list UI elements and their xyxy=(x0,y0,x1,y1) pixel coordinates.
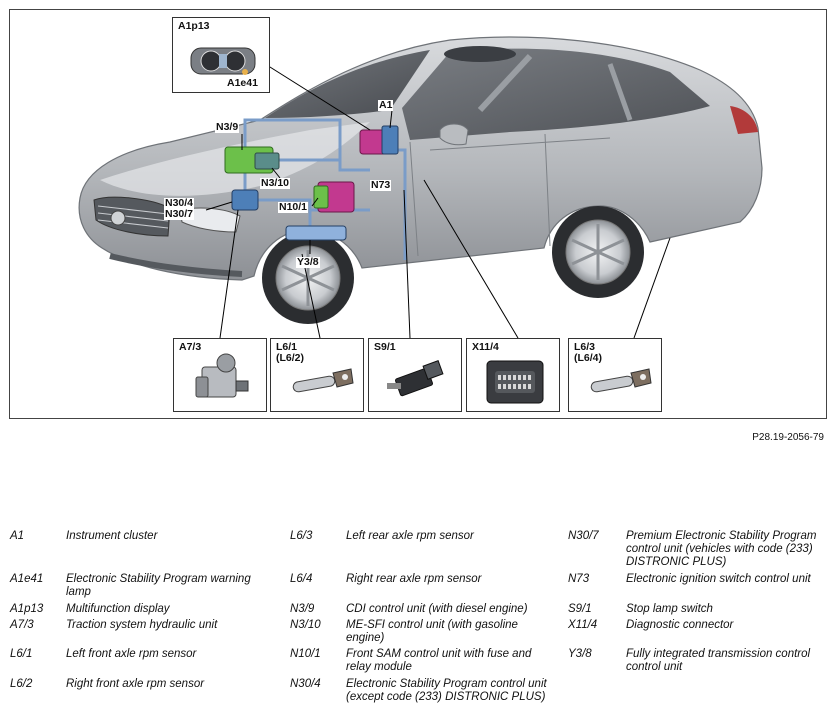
inset-label-a1p13: A1p13 xyxy=(178,20,210,32)
n10-1-sam-unit xyxy=(313,181,355,213)
inset-label-l6-1: L6/1 (L6/2) xyxy=(276,341,305,364)
shoulder-line xyxy=(429,137,611,151)
legend-code: X11/4 xyxy=(568,619,598,631)
legend-description: Electronic Stability Program control uni… xyxy=(346,678,547,703)
callout-n10-1: N10/1 xyxy=(278,201,309,213)
hydraulic-unit-icon xyxy=(195,353,249,398)
legend-description: Traction system hydraulic unit xyxy=(66,619,218,631)
b-pillar xyxy=(477,53,533,113)
legend-code: N10/1 xyxy=(290,648,321,660)
callout-a1: A1 xyxy=(378,99,394,111)
inset-s9-1: S9/1 xyxy=(368,338,462,412)
legend-code: N30/4 xyxy=(290,678,321,690)
front-bumper-intake xyxy=(109,253,243,277)
leader-lines xyxy=(205,61,671,339)
inset-label-x11-4: X11/4 xyxy=(472,341,499,353)
taillight xyxy=(730,106,758,134)
n3-9-control-unit xyxy=(224,146,280,174)
c-pillar xyxy=(607,63,633,121)
legend-code: A7/3 xyxy=(10,619,34,631)
front-rpm-sensor-icon xyxy=(292,368,354,393)
legend-code: L6/2 xyxy=(10,678,33,690)
star-emblem xyxy=(110,210,126,226)
callout-n30-7: N30/7 xyxy=(164,208,195,220)
legend-description: Fully integrated transmission control co… xyxy=(626,648,811,673)
inset-label-l6-3: L6/3 (L6/4) xyxy=(574,341,603,364)
legend-code: Y3/8 xyxy=(568,648,592,660)
callout-n3-9: N3/9 xyxy=(215,121,240,133)
grille-slats xyxy=(97,205,169,229)
side-mirror xyxy=(439,123,469,146)
legend-description: Right rear axle rpm sensor xyxy=(346,573,482,585)
inset-l6-1: L6/1 (L6/2) xyxy=(270,338,364,412)
stop-lamp-switch-icon xyxy=(387,360,444,397)
component-location-diagram: A1 N3/9 N3/10 N73 N30/4 N30/7 N10/1 Y3/8… xyxy=(9,9,827,419)
legend-description: Diagnostic connector xyxy=(626,619,734,631)
callout-n30-4: N30/4 xyxy=(164,197,195,209)
legend-code: N3/10 xyxy=(290,619,321,631)
inset-label-s9-1: S9/1 xyxy=(374,341,396,353)
legend-description: Electronic Stability Program warning lam… xyxy=(66,573,251,598)
a1-instrument-cluster-part xyxy=(359,125,399,155)
inset-l6-3: L6/3 (L6/4) xyxy=(568,338,662,412)
legend-description: Instrument cluster xyxy=(66,530,158,542)
callout-n3-10: N3/10 xyxy=(260,177,291,189)
headlight xyxy=(179,207,241,233)
legend-description: Left rear axle rpm sensor xyxy=(346,530,474,542)
n30-4-esp-unit xyxy=(231,189,259,211)
legend-code: S9/1 xyxy=(568,603,592,615)
legend-code: L6/3 xyxy=(290,530,313,542)
callout-n73: N73 xyxy=(370,179,392,191)
legend-description: CDI control unit (with diesel engine) xyxy=(346,603,528,615)
legend-description: Front SAM control unit with fuse and rel… xyxy=(346,648,532,673)
legend-description: Multifunction display xyxy=(66,603,170,615)
legend-description: Right front axle rpm sensor xyxy=(66,678,205,690)
diagnostic-connector-icon xyxy=(486,360,544,404)
legend-description: ME-SFI control unit (with gasoline engin… xyxy=(346,619,518,644)
legend-code: L6/1 xyxy=(10,648,33,660)
legend-description: Stop lamp switch xyxy=(626,603,713,615)
legend-description: Electronic ignition switch control unit xyxy=(626,573,811,585)
inset-label-a7-3: A7/3 xyxy=(179,341,202,353)
inset-label-a1e41: A1e41 xyxy=(227,77,258,89)
legend-code: L6/4 xyxy=(290,573,313,585)
inset-x11-4: X11/4 xyxy=(466,338,560,412)
rear-rim-spokes xyxy=(571,224,625,280)
sunroof xyxy=(444,46,516,62)
legend-code: A1p13 xyxy=(10,603,44,615)
y3-8-transmission-unit xyxy=(285,225,347,241)
legend-code: N30/7 xyxy=(568,530,599,542)
inset-a7-3: A7/3 xyxy=(173,338,267,412)
callout-y3-8: Y3/8 xyxy=(296,256,320,268)
figure-reference: P28.19-2056-79 xyxy=(752,432,824,443)
legend-code: A1 xyxy=(10,530,25,542)
legend-description: Left front axle rpm sensor xyxy=(66,648,197,660)
side-windows xyxy=(402,48,710,141)
legend-description: Premium Electronic Stability Program con… xyxy=(626,530,817,568)
door-seams xyxy=(409,133,551,257)
legend-code: N3/9 xyxy=(290,603,315,615)
legend-code: A1e41 xyxy=(10,573,44,585)
rear-rpm-sensor-icon xyxy=(590,368,652,393)
inset-instrument-cluster: A1p13 A1e41 xyxy=(172,17,270,93)
legend-code: N73 xyxy=(568,573,590,585)
instrument-cluster-icon xyxy=(190,47,256,75)
car-illustration xyxy=(78,36,763,339)
